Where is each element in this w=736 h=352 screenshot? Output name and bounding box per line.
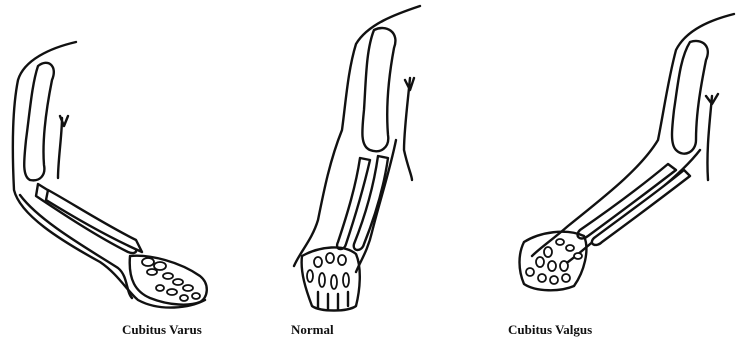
- cubitus-varus-label: Cubitus Varus: [122, 322, 202, 338]
- valgus-ulna: [592, 170, 690, 245]
- normal-arm: [294, 6, 420, 311]
- normal-humerus: [362, 28, 395, 151]
- normal-hand: [302, 247, 360, 310]
- varus-hand: [130, 256, 207, 305]
- cubitus-varus-arm: [13, 42, 207, 308]
- normal-label: Normal: [291, 322, 334, 338]
- valgus-forearm-lower: [568, 150, 700, 262]
- varus-ulna: [46, 190, 142, 252]
- cubitus-valgus-arm: [520, 14, 735, 290]
- varus-humerus: [24, 63, 54, 181]
- normal-arm-outline: [294, 6, 420, 266]
- valgus-humerus: [672, 41, 708, 154]
- cubitus-valgus-label: Cubitus Valgus: [508, 322, 592, 338]
- valgus-hand: [520, 232, 587, 291]
